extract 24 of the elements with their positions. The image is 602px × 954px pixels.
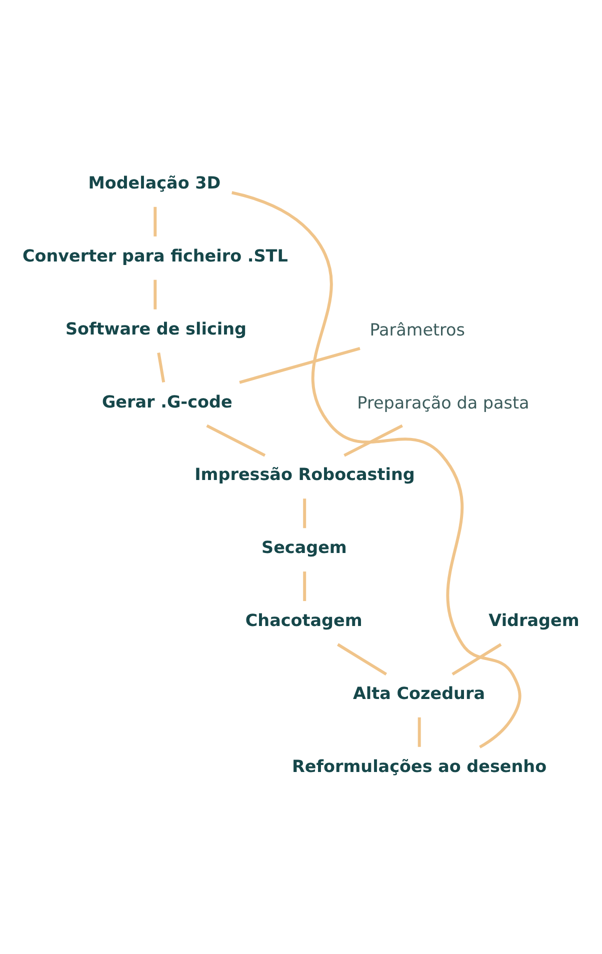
node-text: Vidragem [488, 610, 580, 630]
connector [452, 643, 502, 676]
connector [232, 191, 522, 748]
node-text: Modelação 3D [88, 172, 221, 193]
node-text: Alta Cozedura [353, 683, 486, 703]
connector [303, 498, 306, 528]
node-text: Secagem [262, 537, 347, 558]
connector [206, 424, 266, 457]
connector [154, 206, 157, 236]
node-text: Parâmetros [370, 320, 466, 340]
connector [303, 572, 306, 602]
connector [157, 352, 166, 383]
node-text: Software de slicing [65, 318, 246, 338]
connector [154, 280, 157, 310]
node-text: Chacotagem [245, 610, 362, 630]
node-text: Preparação da pasta [357, 392, 530, 412]
node-text: Reformulações ao desenho [292, 756, 547, 776]
connector [239, 347, 360, 384]
connector [418, 717, 421, 747]
node-text: Gerar .G-code [102, 391, 232, 412]
connector [344, 424, 403, 457]
connector [337, 643, 388, 676]
node-text: Converter para ficheiro .STL [22, 245, 288, 266]
node-text: Impressão Robocasting [194, 464, 415, 484]
